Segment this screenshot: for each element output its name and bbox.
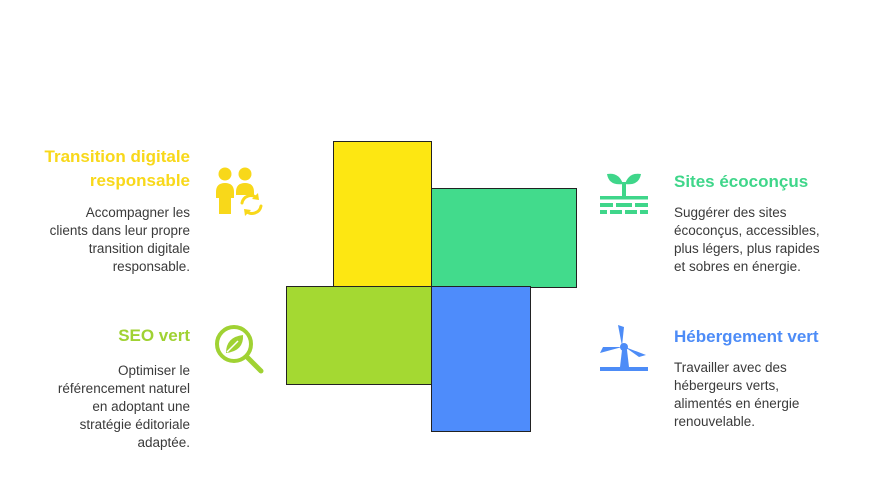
yellow-block	[333, 141, 432, 287]
desc-line: référencement naturel	[57, 381, 190, 396]
leaf-search-icon	[215, 325, 264, 374]
green-block	[431, 188, 577, 288]
plant-sprout-icon	[600, 173, 648, 214]
desc-line: écoconçus, accessibles,	[674, 223, 820, 238]
desc-line: transition digitale	[88, 241, 190, 256]
desc-line: stratégie éditoriale	[79, 417, 190, 432]
section-transition-title: Transition digitale responsable	[10, 145, 190, 193]
section-hebergement-title: Hébergement vert	[674, 327, 819, 346]
desc-line: Optimiser le	[117, 363, 190, 378]
wind-turbine-icon	[600, 325, 648, 371]
desc-line: responsable.	[112, 259, 190, 274]
desc-line: Accompagner les	[85, 205, 190, 220]
section-transition-title-line-2: responsable	[89, 171, 190, 190]
desc-line: Suggérer des sites	[674, 205, 787, 220]
section-hebergement-description: Travailler avec des hébergeurs verts, al…	[674, 359, 874, 431]
people-refresh-icon	[216, 167, 263, 216]
section-sites-title: Sites écoconçus	[674, 172, 809, 191]
desc-line: hébergeurs verts,	[674, 378, 780, 393]
lime-block	[286, 286, 432, 385]
desc-line: plus légers, plus rapides	[674, 241, 820, 256]
desc-line: et sobres en énergie.	[674, 259, 801, 274]
desc-line: renouvelable.	[674, 414, 756, 429]
section-transition-title-line-1: Transition digitale	[44, 147, 190, 166]
section-sites-description: Suggérer des sites écoconçus, accessible…	[674, 204, 874, 276]
section-seo-title: SEO vert	[118, 326, 190, 345]
section-seo-description: Optimiser le référencement naturel en ad…	[10, 362, 190, 452]
desc-line: alimentés en énergie	[674, 396, 800, 411]
desc-line: Travailler avec des	[674, 360, 787, 375]
desc-line: adaptée.	[137, 435, 190, 450]
blue-block	[431, 286, 531, 432]
section-transition-description: Accompagner les clients dans leur propre…	[10, 204, 190, 276]
desc-line: en adoptant une	[92, 399, 190, 414]
desc-line: clients dans leur propre	[49, 223, 190, 238]
